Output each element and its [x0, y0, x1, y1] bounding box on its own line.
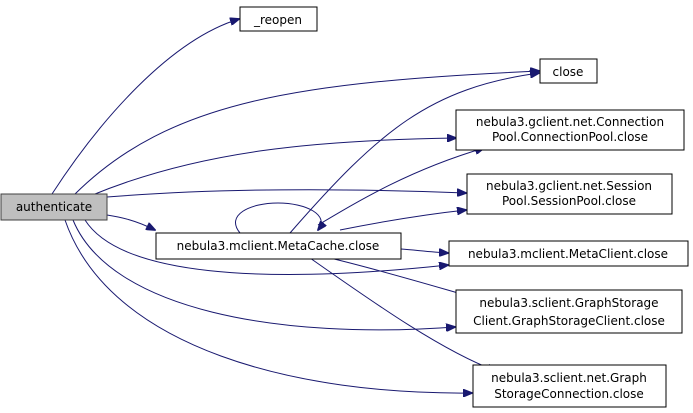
node-session-pool-close-label-2: Pool.SessionPool.close — [502, 194, 636, 208]
edge-authenticate-connection-pool — [89, 138, 456, 197]
node-graphstorage-connection-close-label-1: nebula3.sclient.net.Graph — [491, 371, 647, 385]
node-metaclient-close[interactable]: nebula3.mclient.MetaClient.close — [448, 240, 689, 267]
node-reopen-label: _reopen — [253, 13, 302, 27]
edge-metacache-metaclient — [400, 248, 448, 253]
node-authenticate-label: authenticate — [16, 200, 92, 214]
node-session-pool-close-label-1: nebula3.gclient.net.Session — [486, 179, 652, 193]
node-metacache-close-label: nebula3.mclient.MetaCache.close — [177, 239, 380, 253]
node-close-label: close — [553, 65, 584, 79]
node-connection-pool-close-label-2: Pool.ConnectionPool.close — [492, 130, 648, 144]
edge-authenticate-metacache — [106, 214, 155, 230]
edge-authenticate-graphstorage-connection — [64, 219, 472, 393]
node-reopen[interactable]: _reopen — [239, 6, 318, 32]
edge-metacache-session-pool — [339, 210, 466, 231]
edge-authenticate-session-pool — [106, 190, 466, 198]
edge-authenticate-reopen — [51, 19, 239, 195]
node-graphstorage-connection-close[interactable]: nebula3.sclient.net.Graph StorageConnect… — [472, 364, 667, 408]
edge-metacache-connection-pool — [317, 148, 484, 226]
edge-metacache-graphstorage-connection — [309, 257, 496, 371]
node-metaclient-close-label: nebula3.mclient.MetaClient.close — [468, 247, 668, 261]
node-connection-pool-close[interactable]: nebula3.gclient.net.Connection Pool.Conn… — [455, 109, 685, 151]
edge-authenticate-close — [74, 71, 539, 195]
edge-authenticate-graphstorage-client — [72, 219, 455, 330]
node-close[interactable]: close — [539, 58, 598, 84]
node-connection-pool-close-label-1: nebula3.gclient.net.Connection — [476, 115, 664, 129]
node-graphstorage-client-close-label-2: Client.GraphStorageClient.close — [473, 314, 665, 328]
node-graphstorage-client-close[interactable]: nebula3.sclient.GraphStorage Client.Grap… — [455, 289, 683, 334]
node-metacache-close[interactable]: nebula3.mclient.MetaCache.close — [155, 232, 402, 260]
edge-metacache-close — [289, 73, 539, 234]
edges — [51, 19, 539, 393]
edge-authenticate-metaclient — [84, 219, 448, 275]
node-graphstorage-connection-close-label-2: StorageConnection.close — [494, 387, 644, 401]
node-session-pool-close[interactable]: nebula3.gclient.net.Session Pool.Session… — [466, 173, 673, 215]
node-authenticate[interactable]: authenticate — [0, 193, 108, 221]
node-graphstorage-client-close-label-1: nebula3.sclient.GraphStorage — [479, 296, 658, 310]
edge-metacache-self — [235, 202, 321, 234]
